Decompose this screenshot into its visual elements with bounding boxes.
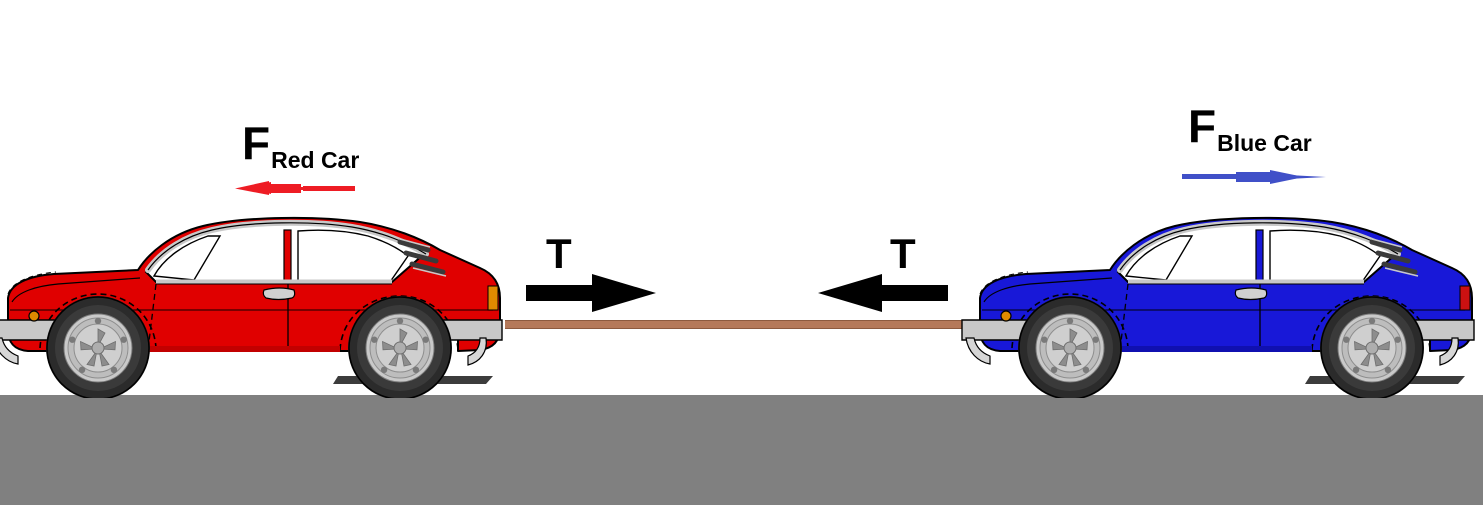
- red-car: [0, 216, 503, 398]
- blue-force-label: FBlue Car: [1188, 100, 1312, 155]
- red-force-arrow: [235, 181, 355, 195]
- red-force-subscript: Red Car: [271, 147, 360, 173]
- blue-car: [961, 216, 1475, 398]
- red-force-symbol: F: [242, 117, 271, 169]
- tension-left-arrow: [526, 274, 656, 312]
- tension-right-label: T: [890, 230, 916, 277]
- blue-force-subscript: Blue Car: [1217, 130, 1312, 156]
- tension-left-label: T: [546, 230, 572, 277]
- ground-surface: [0, 395, 1483, 505]
- blue-force-symbol: F: [1188, 100, 1217, 152]
- red-force-label: FRed Car: [242, 117, 359, 172]
- tow-rope: [505, 320, 967, 329]
- blue-force-arrow: [1182, 170, 1326, 184]
- tension-right-arrow: [818, 274, 948, 312]
